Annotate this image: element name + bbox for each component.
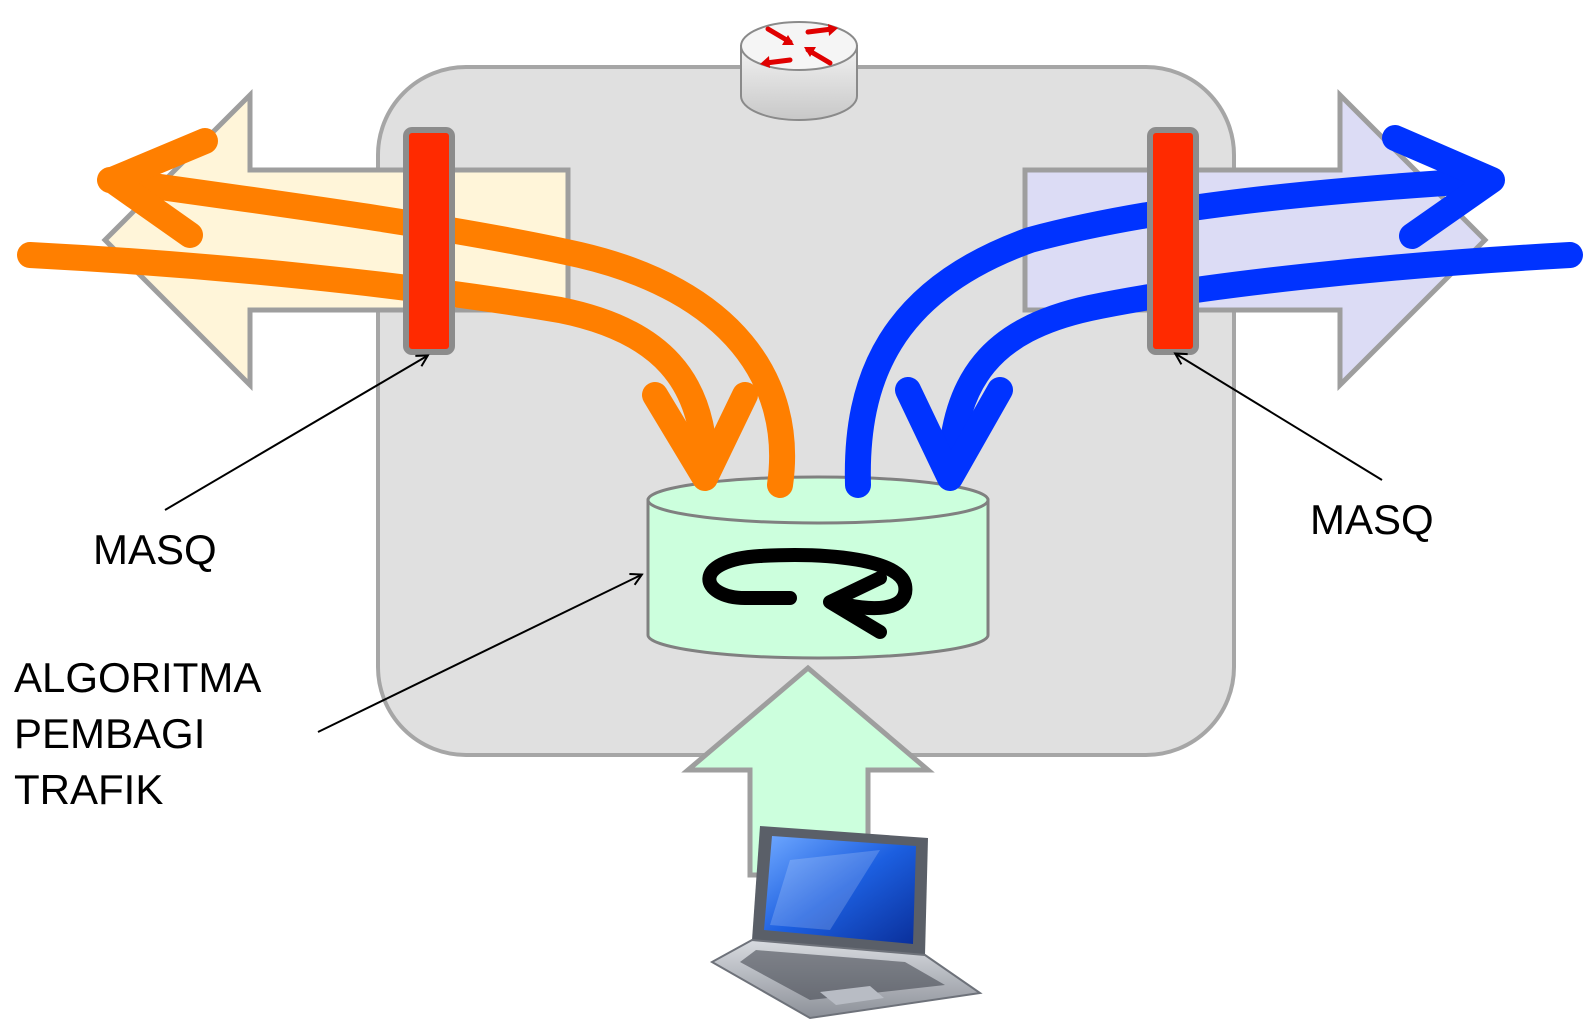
algorithm-pointer <box>317 575 641 733</box>
orange-inbound-arrow <box>17 242 718 483</box>
algorithm-label: ALGORITMA PEMBAGI TRAFIK <box>14 650 261 818</box>
router-icon <box>740 21 858 121</box>
masq-bar-left <box>403 127 455 355</box>
left-traffic-flow <box>17 128 796 498</box>
masq-label-left: MASQ <box>93 526 217 573</box>
masq-left-pointer <box>164 356 427 511</box>
algorithm-cylinder <box>646 475 990 660</box>
blue-outbound-arrow-head <box>1382 125 1505 249</box>
blue-inbound-arrow-head <box>895 377 1013 491</box>
orange-outbound-arrow <box>97 167 796 498</box>
laptop-icon <box>709 826 983 1020</box>
algorithm-label-line3: TRAFIK <box>14 766 164 813</box>
blue-outbound-arrow <box>844 167 1503 498</box>
masq-bar-right <box>1147 127 1199 355</box>
cycle-arrow-icon <box>702 548 913 639</box>
masq-right-pointer <box>1176 354 1383 481</box>
algorithm-label-line1: ALGORITMA <box>14 654 262 701</box>
blue-inbound-arrow <box>937 242 1583 483</box>
orange-inbound-arrow-head <box>642 382 758 491</box>
masq-label-right: MASQ <box>1310 496 1434 543</box>
right-traffic-flow <box>844 125 1583 498</box>
orange-outbound-arrow-head <box>99 128 218 248</box>
algorithm-label-line2: PEMBAGI <box>14 710 206 757</box>
